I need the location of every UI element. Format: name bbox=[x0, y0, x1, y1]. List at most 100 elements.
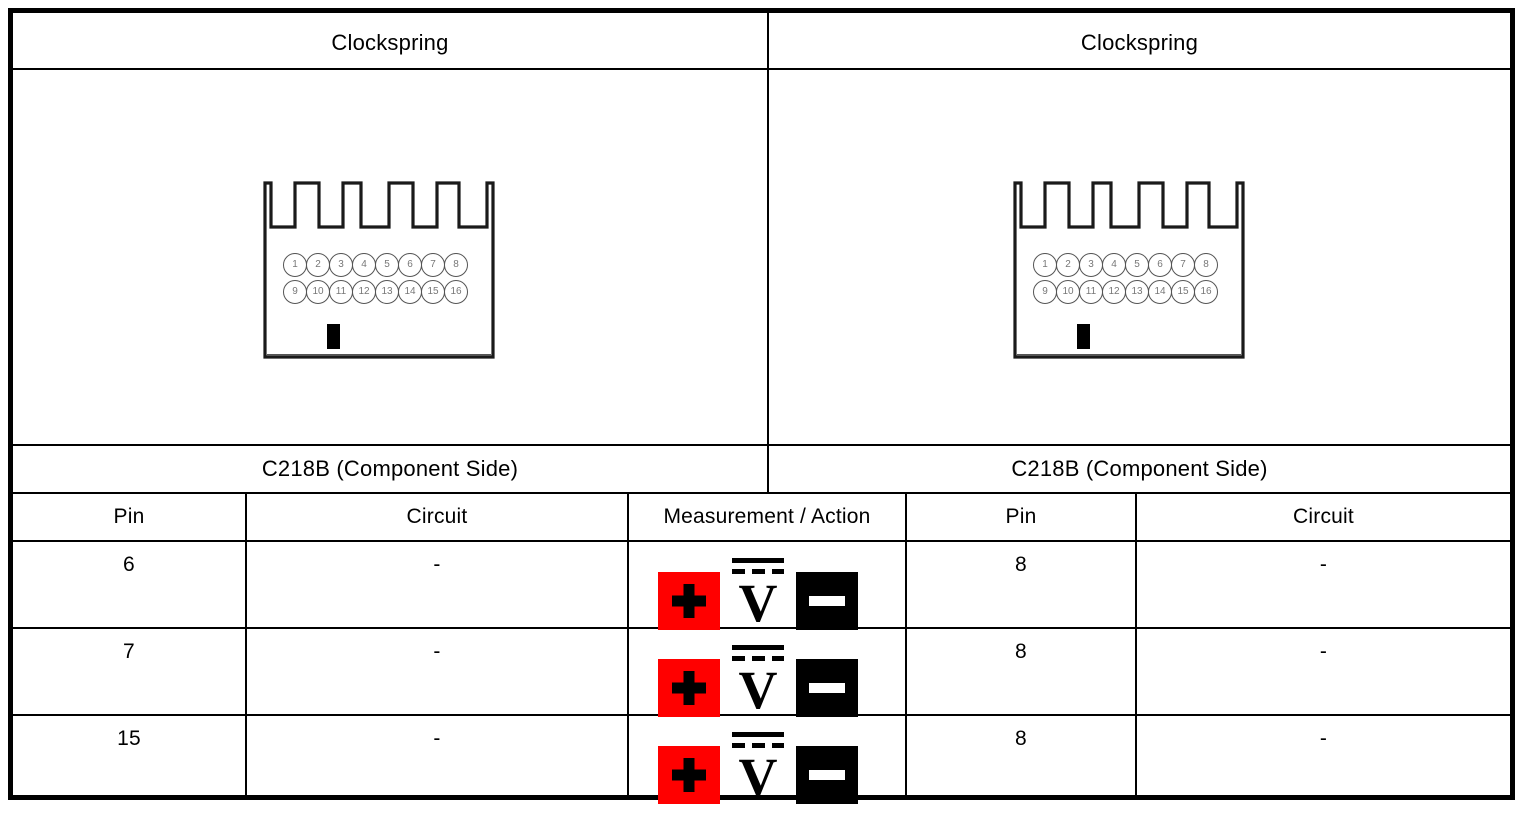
pin-13: 13 bbox=[1125, 280, 1149, 304]
rule-under-component-titles bbox=[13, 68, 1510, 70]
pin-12: 12 bbox=[1102, 280, 1126, 304]
pin-6: 6 bbox=[1148, 253, 1172, 277]
pin-11: 11 bbox=[1079, 280, 1103, 304]
dc-voltage-meter-icon: V bbox=[729, 558, 787, 630]
table-row: 7 bbox=[13, 634, 245, 670]
pin-7: 7 bbox=[421, 253, 445, 277]
pin-13: 13 bbox=[375, 280, 399, 304]
volts-letter: V bbox=[738, 573, 778, 633]
dc-solid-line bbox=[732, 645, 784, 650]
diagram-sheet: Clockspring Clockspring 1 2 3 4 5 6 7 8 bbox=[8, 8, 1515, 804]
measurement-icons-row-2: V bbox=[658, 645, 858, 717]
component-title-right: Clockspring bbox=[1080, 30, 1199, 56]
pin-16: 16 bbox=[444, 280, 468, 304]
pin-3: 3 bbox=[329, 253, 353, 277]
pin-2: 2 bbox=[1056, 253, 1080, 277]
pin-8: 8 bbox=[444, 253, 468, 277]
cell-left-circuit: - bbox=[433, 726, 441, 750]
sheet-inner: Clockspring Clockspring 1 2 3 4 5 6 7 8 bbox=[13, 13, 1510, 804]
cell-right-circuit: - bbox=[1319, 552, 1328, 576]
minus-bar bbox=[809, 596, 845, 606]
cell-right-circuit: - bbox=[1319, 726, 1328, 750]
rule-measurement-rightpin bbox=[905, 492, 907, 795]
cell-right-pin: 8 bbox=[1015, 639, 1027, 663]
pin-row-bottom-right: 9 10 11 12 13 14 15 16 bbox=[1033, 280, 1225, 304]
negative-probe-icon bbox=[796, 659, 858, 717]
dc-voltage-meter-icon: V bbox=[729, 645, 787, 717]
connector-caption-right: C218B (Component Side) bbox=[1011, 456, 1268, 482]
pin-row-top-left: 1 2 3 4 5 6 7 8 bbox=[283, 253, 475, 277]
column-header-right-pin: Pin bbox=[1005, 504, 1037, 528]
rule-under-connector-captions bbox=[13, 492, 1510, 494]
rule-above-connector-captions bbox=[13, 444, 1510, 446]
pin-grid-left: 1 2 3 4 5 6 7 8 9 10 11 12 13 14 15 bbox=[283, 253, 475, 304]
cell-right-pin: 8 bbox=[1015, 726, 1027, 750]
plus-vertical-bar bbox=[683, 758, 695, 792]
plus-vertical-bar bbox=[683, 671, 695, 705]
rule-right-pin-circuit bbox=[1135, 492, 1137, 795]
pin-row-bottom-left: 9 10 11 12 13 14 15 16 bbox=[283, 280, 475, 304]
pin-14: 14 bbox=[1148, 280, 1172, 304]
minus-bar bbox=[809, 770, 845, 780]
pin-1: 1 bbox=[1033, 253, 1057, 277]
pin-16: 16 bbox=[1194, 280, 1218, 304]
cell-left-pin: 7 bbox=[123, 639, 135, 663]
dc-solid-line bbox=[732, 558, 784, 563]
pin-2: 2 bbox=[306, 253, 330, 277]
pin-10: 10 bbox=[306, 280, 330, 304]
pin-4: 4 bbox=[1102, 253, 1126, 277]
column-header-left-pin: Pin bbox=[113, 504, 145, 528]
pin-10: 10 bbox=[1056, 280, 1080, 304]
positive-probe-icon bbox=[658, 572, 720, 630]
connector-outline-right-icon bbox=[1013, 181, 1245, 359]
pin-3: 3 bbox=[1079, 253, 1103, 277]
pin-5: 5 bbox=[375, 253, 399, 277]
rule-center-divider-captions bbox=[767, 444, 769, 492]
positive-probe-icon bbox=[658, 746, 720, 804]
column-header-right-circuit: Circuit bbox=[1293, 504, 1354, 528]
dc-dashed-line bbox=[732, 656, 784, 661]
connector-outline-left-icon bbox=[263, 181, 495, 359]
connector-drawing-right: 1 2 3 4 5 6 7 8 9 10 11 12 13 14 15 bbox=[1011, 175, 1247, 361]
connector-keying-tab-right bbox=[1077, 324, 1090, 349]
pin-8: 8 bbox=[1194, 253, 1218, 277]
rule-under-row-2 bbox=[13, 714, 1510, 716]
rule-under-row-1 bbox=[13, 627, 1510, 629]
table-row: 15 bbox=[13, 721, 245, 757]
dc-solid-line bbox=[732, 732, 784, 737]
pin-12: 12 bbox=[352, 280, 376, 304]
measurement-icons-row-3: V bbox=[658, 732, 858, 804]
volts-letter: V bbox=[738, 747, 778, 807]
rule-center-divider-upper bbox=[767, 13, 769, 444]
pin-1: 1 bbox=[283, 253, 307, 277]
column-header-left-circuit: Circuit bbox=[406, 504, 468, 528]
pin-7: 7 bbox=[1171, 253, 1195, 277]
dc-dashed-line bbox=[732, 569, 784, 574]
minus-bar bbox=[809, 683, 845, 693]
volts-letter: V bbox=[738, 660, 778, 720]
cell-left-pin: 6 bbox=[123, 552, 135, 576]
cell-right-circuit: - bbox=[1319, 639, 1328, 663]
cell-right-pin: 8 bbox=[1015, 552, 1027, 576]
pin-14: 14 bbox=[398, 280, 422, 304]
rule-under-column-headers bbox=[13, 540, 1510, 542]
dc-voltage-meter-icon: V bbox=[729, 732, 787, 804]
component-title-left: Clockspring bbox=[331, 30, 449, 56]
pin-11: 11 bbox=[329, 280, 353, 304]
negative-probe-icon bbox=[796, 572, 858, 630]
pin-4: 4 bbox=[352, 253, 376, 277]
pin-6: 6 bbox=[398, 253, 422, 277]
rule-left-pin-circuit bbox=[245, 492, 247, 795]
pin-9: 9 bbox=[283, 280, 307, 304]
pin-grid-right: 1 2 3 4 5 6 7 8 9 10 11 12 13 14 15 bbox=[1033, 253, 1225, 304]
pin-row-top-right: 1 2 3 4 5 6 7 8 bbox=[1033, 253, 1225, 277]
pin-15: 15 bbox=[1171, 280, 1195, 304]
connector-caption-left: C218B (Component Side) bbox=[261, 456, 519, 482]
cell-left-circuit: - bbox=[433, 639, 441, 663]
positive-probe-icon bbox=[658, 659, 720, 717]
connector-keying-tab-left bbox=[327, 324, 340, 349]
pin-5: 5 bbox=[1125, 253, 1149, 277]
cell-left-pin: 15 bbox=[117, 726, 141, 750]
cell-left-circuit: - bbox=[433, 552, 441, 576]
pin-9: 9 bbox=[1033, 280, 1057, 304]
